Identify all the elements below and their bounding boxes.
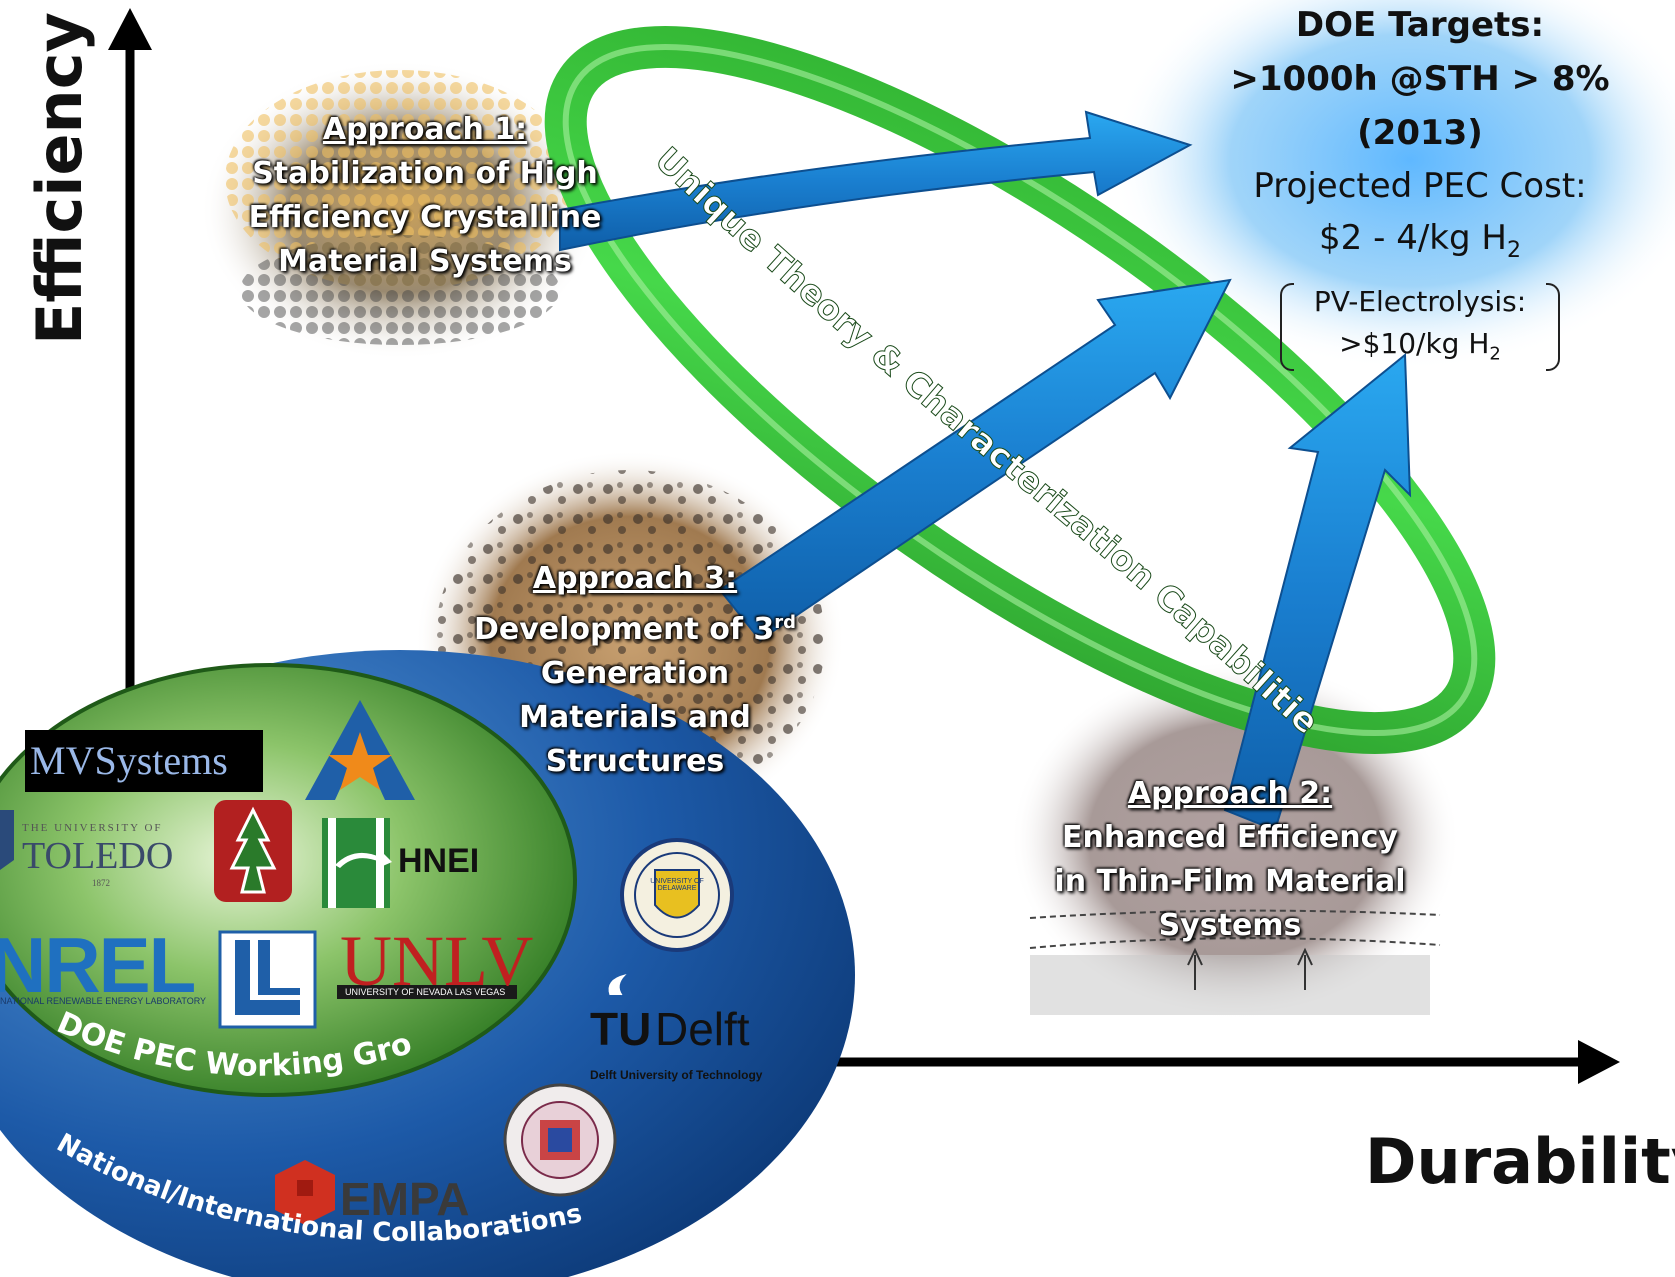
stanford-logo bbox=[214, 800, 292, 902]
hnei-logo bbox=[322, 818, 392, 908]
x-axis bbox=[780, 1040, 1620, 1084]
arrow-approach3 bbox=[718, 278, 1232, 642]
delaware-seal bbox=[620, 838, 734, 952]
pv-bracket-box: PV-Electrolysis: >$10/kg H2 bbox=[1280, 279, 1560, 378]
approach3-line: Generation bbox=[540, 656, 730, 691]
approach2-heading: Approach 2: bbox=[1127, 776, 1333, 811]
approach1-image bbox=[200, 60, 600, 360]
approach1-line: Efficiency Crystalline bbox=[248, 200, 602, 235]
targets-cost-label: Projected PEC Cost: bbox=[1253, 166, 1587, 206]
tudelft-sub-text: Delft University of Technology bbox=[590, 1068, 763, 1082]
ll-logo bbox=[218, 930, 317, 1029]
targets-cost-value: $2 - 4/kg H2 bbox=[1175, 212, 1665, 277]
pv-value-text: >$10/kg H bbox=[1339, 326, 1490, 360]
empa-logo-text: EMPA bbox=[340, 1173, 470, 1225]
approach3-line: Materials and bbox=[519, 700, 751, 735]
tudelft-logo-text: Delft bbox=[655, 1003, 750, 1055]
mvsystems-logo-text: MVSystems bbox=[30, 738, 228, 783]
pv-label: PV-Electrolysis: bbox=[1313, 284, 1527, 318]
toledo-top-text: THE UNIVERSITY OF bbox=[22, 822, 163, 834]
targets-line1: >1000h @STH > 8% (2013) bbox=[1230, 59, 1610, 153]
arrow-approach1 bbox=[559, 110, 1193, 252]
toledo-year-text: 1872 bbox=[92, 878, 110, 888]
tudelft-tu-text: TU bbox=[590, 1003, 652, 1055]
approach2-line: Systems bbox=[1158, 908, 1302, 943]
nrel-sub-text: NATIONAL RENEWABLE ENERGY LABORATORY bbox=[0, 996, 207, 1006]
y-axis-label: Efficiency bbox=[23, 12, 96, 345]
approach1-heading: Approach 1: bbox=[322, 112, 528, 147]
targets-cloud bbox=[1110, 0, 1675, 370]
approach3-line1: Development of 3 bbox=[473, 612, 775, 647]
right-bracket bbox=[1546, 282, 1560, 371]
unlv-logo-text: UNLV bbox=[340, 921, 534, 1001]
toledo-logo bbox=[0, 810, 14, 870]
x-axis-label: Durability bbox=[1365, 1125, 1675, 1198]
unlv-sub-text: UNIVERSITY OF NEVADA LAS VEGAS bbox=[345, 987, 506, 997]
pv-value: >$10/kg H2 bbox=[1280, 323, 1560, 376]
theory-ring bbox=[544, 25, 1496, 755]
doe-targets: DOE Targets: >1000h @STH > 8% (2013) Pro… bbox=[1175, 0, 1665, 377]
approach3-line: Development of 3rd bbox=[470, 601, 800, 652]
mvsystems-logo bbox=[25, 730, 263, 792]
approach3-line1-sup: rd bbox=[774, 612, 796, 633]
approach1-line: Stabilization of High bbox=[252, 156, 598, 191]
empa-logo bbox=[275, 1160, 335, 1225]
nrel-logo-text: NREL bbox=[0, 921, 196, 1009]
cost-value-text: $2 - 4/kg H bbox=[1319, 218, 1507, 258]
delaware-seal-text: UNIVERSITY OF DELAWARE bbox=[650, 878, 704, 892]
unlv-logo bbox=[337, 985, 517, 999]
cost-value-sub: 2 bbox=[1506, 237, 1521, 263]
approach1-line: Material Systems bbox=[278, 244, 572, 279]
approach3-text: Approach 3: Development of 3rd Generatio… bbox=[470, 557, 800, 784]
approach3-heading: Approach 3: bbox=[532, 561, 738, 596]
hnei-logo-text: HNEI bbox=[398, 842, 480, 880]
uta-logo bbox=[305, 700, 415, 800]
approach3-line: Structures bbox=[545, 744, 725, 779]
arrow-approach2 bbox=[1223, 352, 1412, 832]
iit-seal bbox=[503, 1083, 617, 1197]
tudelft-flame-icon bbox=[608, 974, 627, 996]
pv-value-sub: 2 bbox=[1489, 343, 1501, 365]
approach1-text: Approach 1: Stabilization of High Effici… bbox=[245, 108, 605, 284]
approach2-line: in Thin-Film Material bbox=[1054, 864, 1406, 899]
left-bracket bbox=[1280, 282, 1294, 371]
approach2-text: Approach 2: Enhanced Efficiency in Thin-… bbox=[1050, 772, 1410, 948]
approach2-line: Enhanced Efficiency bbox=[1062, 820, 1398, 855]
toledo-logo-text: TOLEDO bbox=[22, 835, 174, 877]
targets-title: DOE Targets: bbox=[1295, 5, 1545, 45]
